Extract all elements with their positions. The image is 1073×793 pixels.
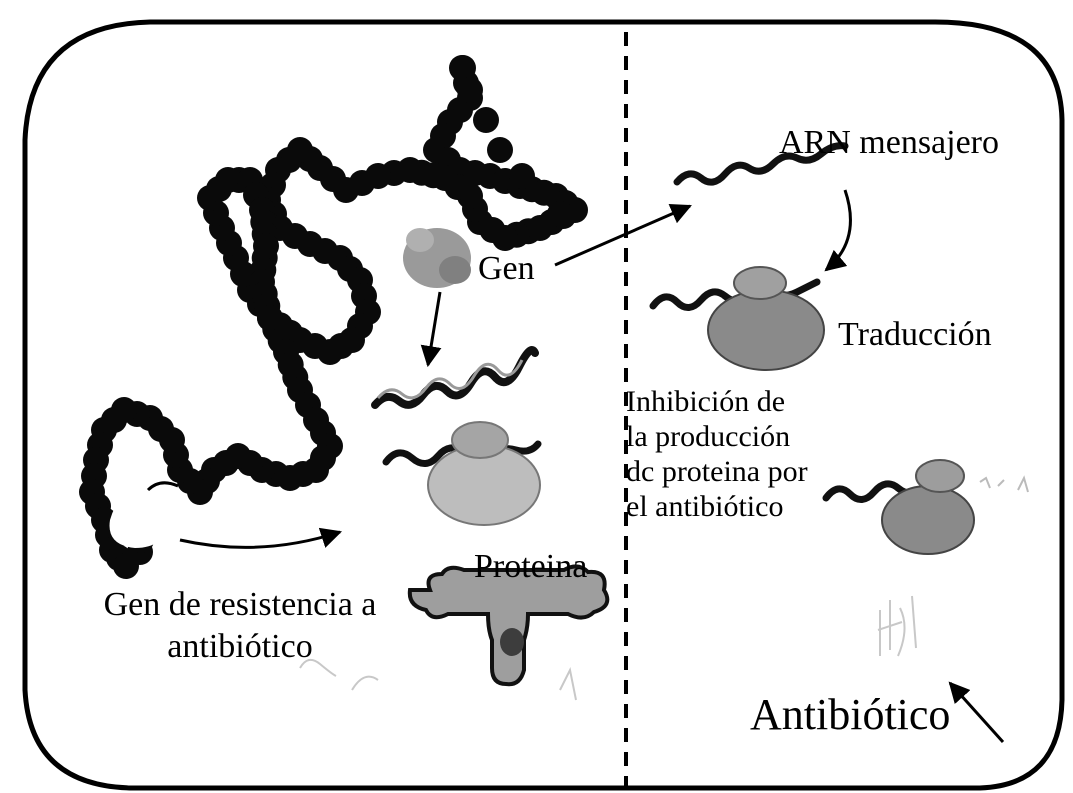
label-proteina: Proteina <box>474 548 588 585</box>
gene-blob <box>403 228 471 288</box>
label-gen: Gen <box>478 250 535 287</box>
label-traduccion: Traducción <box>838 316 992 353</box>
dna-bead <box>487 137 513 163</box>
label-gen-resistencia-line-2: antibiótico <box>167 628 313 665</box>
arrow-resistance <box>179 527 342 549</box>
label-antibiotico: Antibiótico <box>750 690 951 739</box>
ribosome-left <box>382 421 542 526</box>
dna-bead <box>547 201 573 227</box>
label-inhibicion-line-1: Inhibición de <box>626 385 786 418</box>
label-gen-resistencia-line-1: Gen de resistencia a <box>103 586 377 623</box>
ribosome-inhibited <box>822 459 1029 555</box>
label-arn-mensajero: ARN mensajero <box>779 124 1000 161</box>
label-inhibicion-line-2: la producción <box>626 420 791 453</box>
mrna-strand-left <box>371 346 539 409</box>
rounded-frame <box>22 19 1065 791</box>
dna-bead <box>450 55 476 81</box>
arrow-arn-to-traduccion <box>824 189 852 272</box>
arrow-gen-to-arn <box>554 203 692 267</box>
label-inhibicion-line-3: dc proteina por <box>626 455 808 488</box>
arrow-antibiotico <box>948 681 1005 744</box>
antibiotic-marks <box>299 595 917 701</box>
ribosome-translation <box>649 266 825 371</box>
label-inhibicion-line-4: el antibiótico <box>626 490 784 523</box>
protein-shape <box>407 564 610 687</box>
dna-bead <box>509 163 535 189</box>
mrna-strand-right <box>673 142 849 186</box>
label-gen-resistencia: Gen de resistencia a antibiótico <box>80 584 400 668</box>
dna-bead <box>473 107 499 133</box>
arrows <box>179 189 1005 744</box>
label-inhibicion: Inhibición de la producción dc proteina … <box>626 384 808 524</box>
dna-bead <box>457 77 483 103</box>
resistance-gene-blob <box>109 481 179 548</box>
arrow-gen-down <box>420 291 442 368</box>
